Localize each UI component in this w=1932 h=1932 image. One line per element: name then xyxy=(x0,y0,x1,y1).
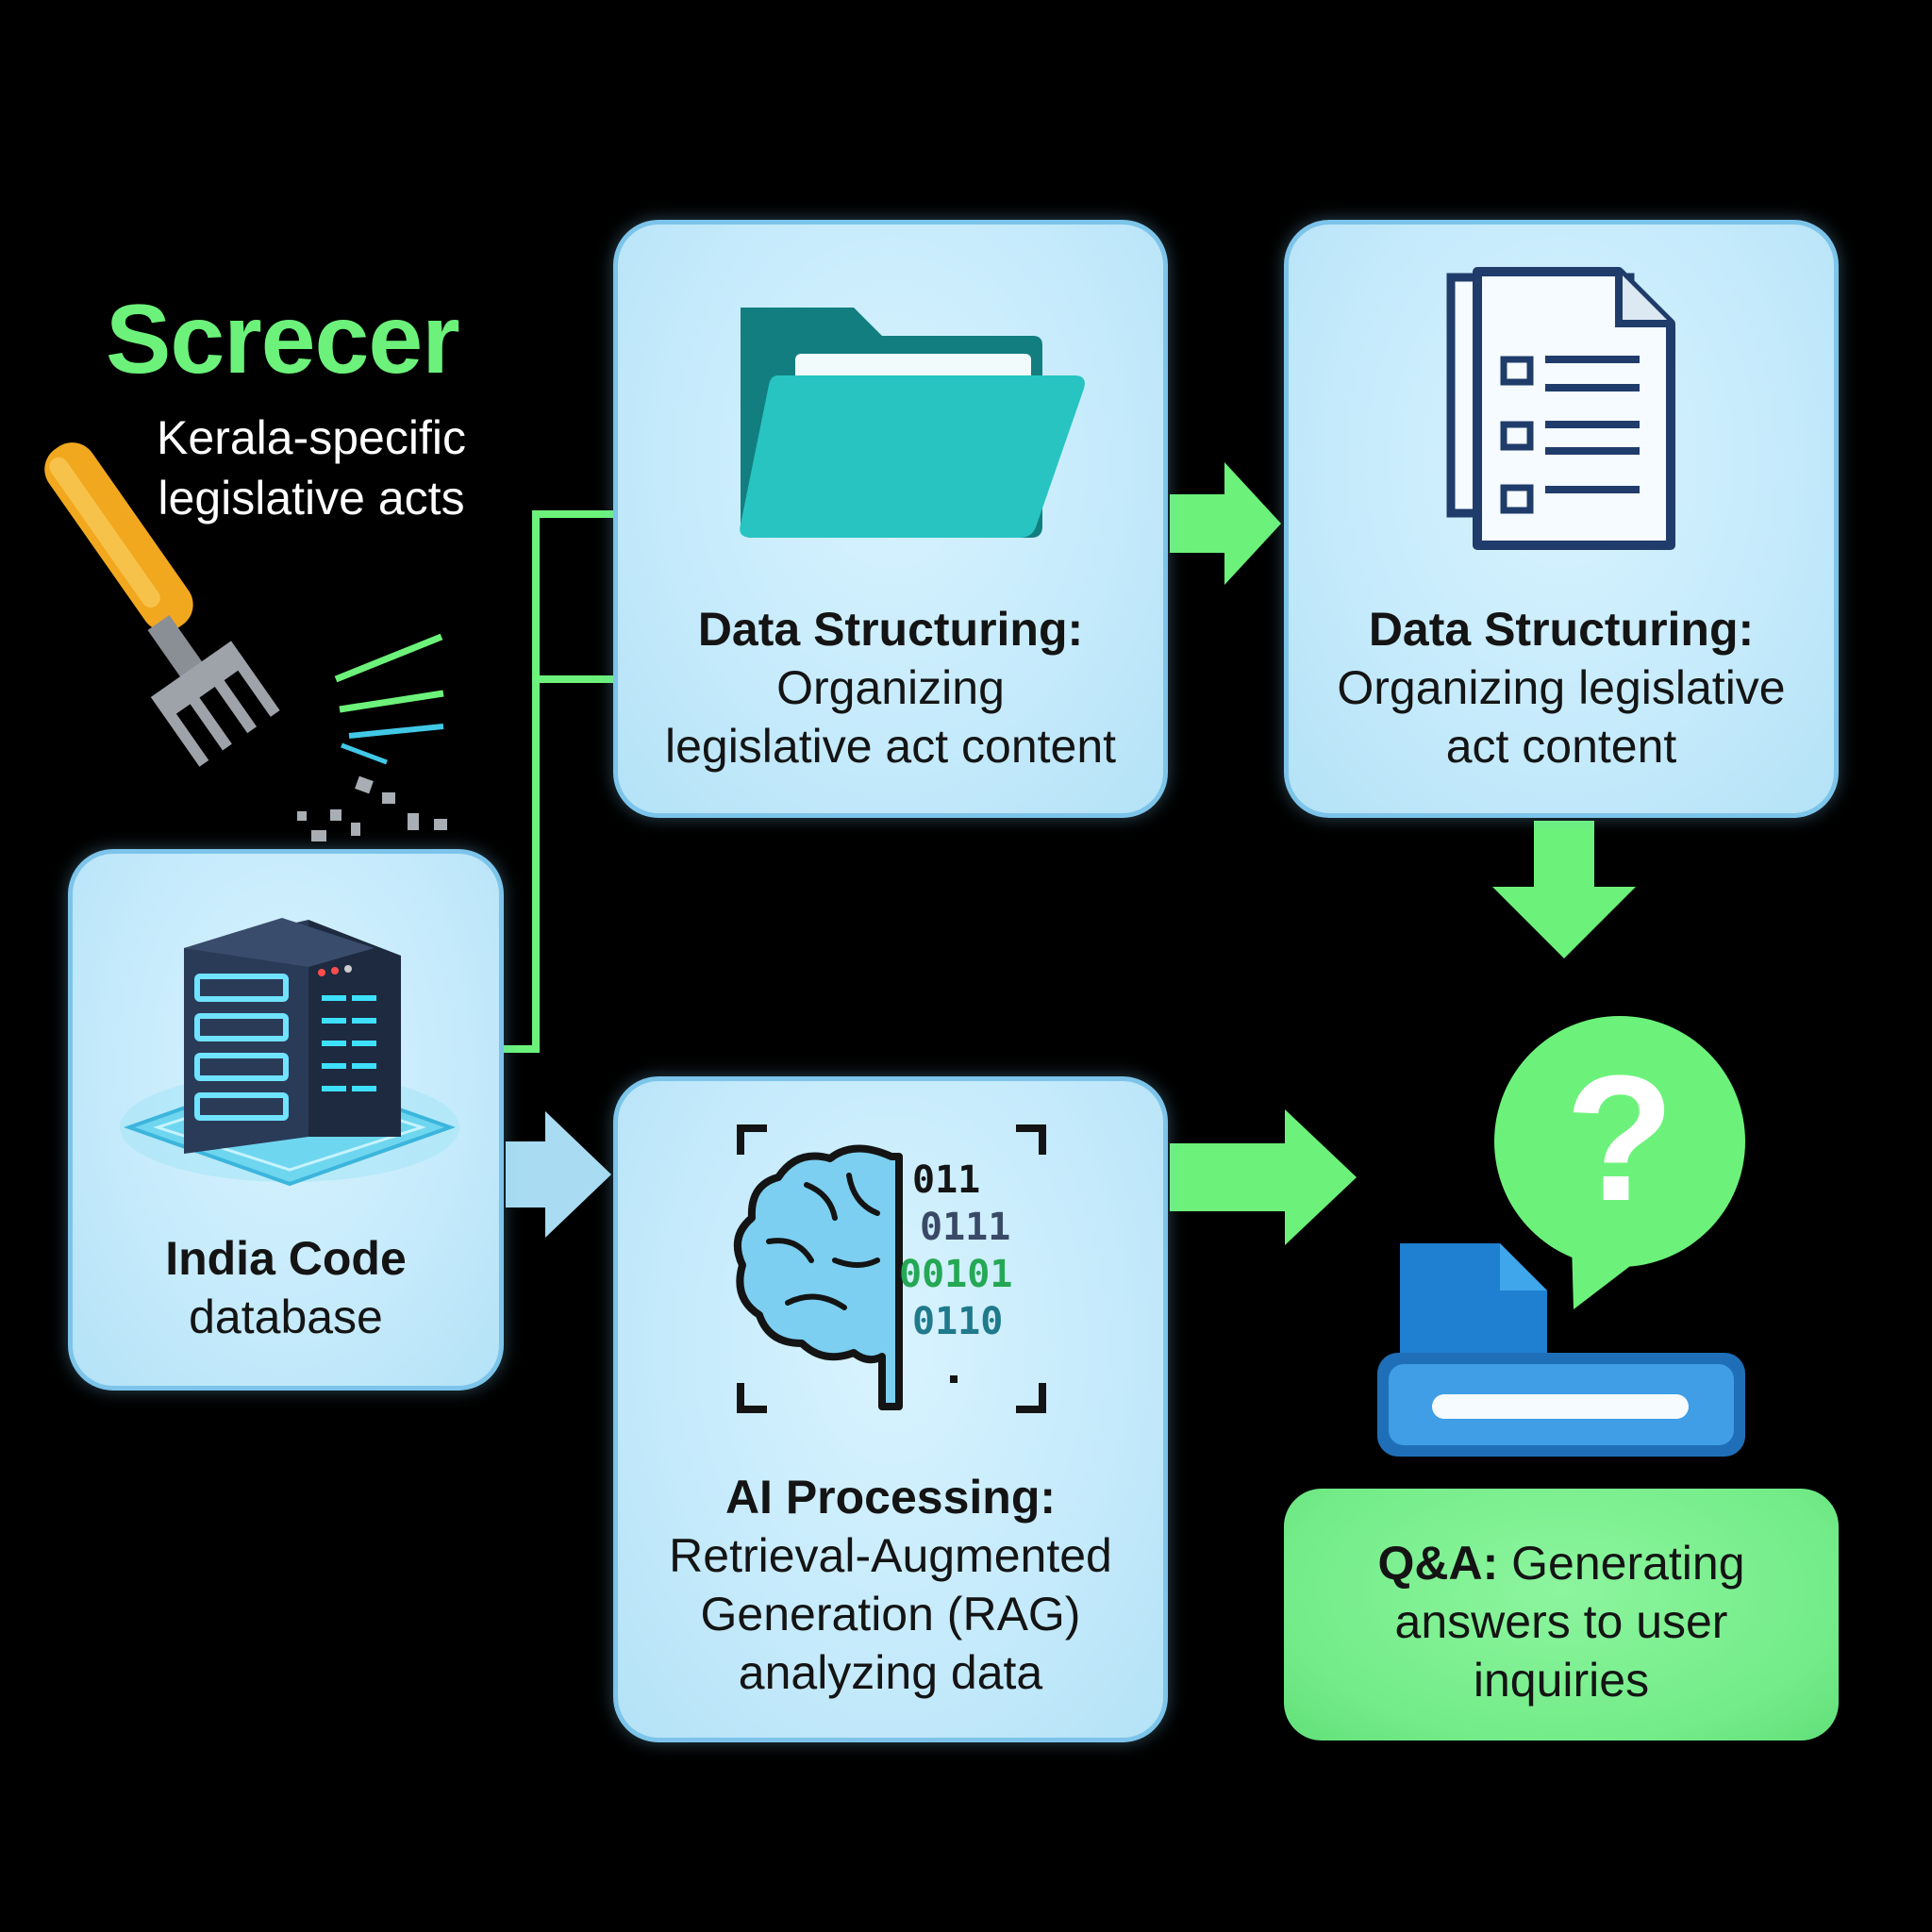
card-desc-line-1: Generating xyxy=(1498,1537,1745,1590)
card-desc-line-1: database xyxy=(189,1291,383,1343)
folder-icon xyxy=(740,308,1085,538)
diagram-headline: Screcer xyxy=(106,285,460,394)
server-icon xyxy=(120,918,459,1187)
card-data-structuring-1-text: Data Structuring: Organizing legislative… xyxy=(618,600,1163,775)
card-desc-line-3: inquiries xyxy=(1473,1654,1650,1707)
card-desc-line-1: Organizing legislative xyxy=(1337,661,1786,714)
card-data-structuring-2: Data Structuring: Organizing legislative… xyxy=(1284,220,1839,818)
subtitle-line-1: Kerala-specific xyxy=(157,411,466,464)
card-desc-line-2: Generation (RAG) xyxy=(700,1588,1081,1641)
card-desc-line-2: legislative act content xyxy=(664,720,1117,773)
card-ai-processing: 011 0111 00101 0110 AI Processing: Retri… xyxy=(613,1076,1168,1742)
brain-binary-icon: 011 0111 00101 0110 xyxy=(733,1124,1046,1413)
card-desc-line-2: act content xyxy=(1445,720,1677,773)
scan-frame-corners xyxy=(737,1124,1046,1413)
card-ai-processing-text: AI Processing: Retrieval-Augmented Gener… xyxy=(618,1468,1163,1702)
card-desc-line-2: answers to user xyxy=(1394,1595,1728,1648)
subtitle-line-2: legislative acts xyxy=(158,472,465,525)
card-india-code: India Code database xyxy=(68,849,504,1391)
card-qa: Q&A: Generating answers to user inquirie… xyxy=(1284,1489,1839,1740)
question-mark: ? xyxy=(1565,1039,1674,1239)
binary-row-4: 0110 xyxy=(912,1300,1003,1343)
card-india-code-text: India Code database xyxy=(73,1229,499,1346)
debris-particles xyxy=(297,775,447,841)
arrow-right-top xyxy=(1170,462,1281,585)
card-desc-line-1: Organizing xyxy=(776,661,1005,714)
arrow-down-right xyxy=(1492,821,1636,958)
binary-digits: 011 0111 00101 0110 xyxy=(899,1158,1012,1343)
card-data-structuring-1: Data Structuring: Organizing legislative… xyxy=(613,220,1168,818)
card-title: Data Structuring: xyxy=(697,603,1084,656)
arrow-right-india xyxy=(506,1111,611,1238)
card-title: Q&A: xyxy=(1377,1537,1499,1590)
device-icon xyxy=(1377,1243,1745,1457)
card-qa-text: Q&A: Generating answers to user inquirie… xyxy=(1284,1534,1839,1709)
card-data-structuring-2-text: Data Structuring: Organizing legislative… xyxy=(1289,600,1834,775)
speech-bubble: ? xyxy=(1494,1016,1745,1309)
binary-row-3: 00101 xyxy=(899,1253,1012,1296)
connector-line xyxy=(504,510,613,1053)
card-title: India Code xyxy=(165,1232,407,1285)
motion-lines xyxy=(334,633,444,765)
card-title: Data Structuring: xyxy=(1368,603,1755,656)
diagram-subtitle: Kerala-specific legislative acts xyxy=(113,408,509,528)
arrow-right-ai xyxy=(1170,1109,1357,1245)
document-list-icon xyxy=(1446,267,1675,550)
card-desc-line-1: Retrieval-Augmented xyxy=(669,1529,1112,1582)
binary-row-1: 011 xyxy=(912,1158,980,1202)
binary-row-2: 0111 xyxy=(920,1206,1010,1249)
card-title: AI Processing: xyxy=(724,1471,1057,1524)
card-desc-line-3: analyzing data xyxy=(738,1646,1043,1699)
fork-icon xyxy=(44,442,280,767)
